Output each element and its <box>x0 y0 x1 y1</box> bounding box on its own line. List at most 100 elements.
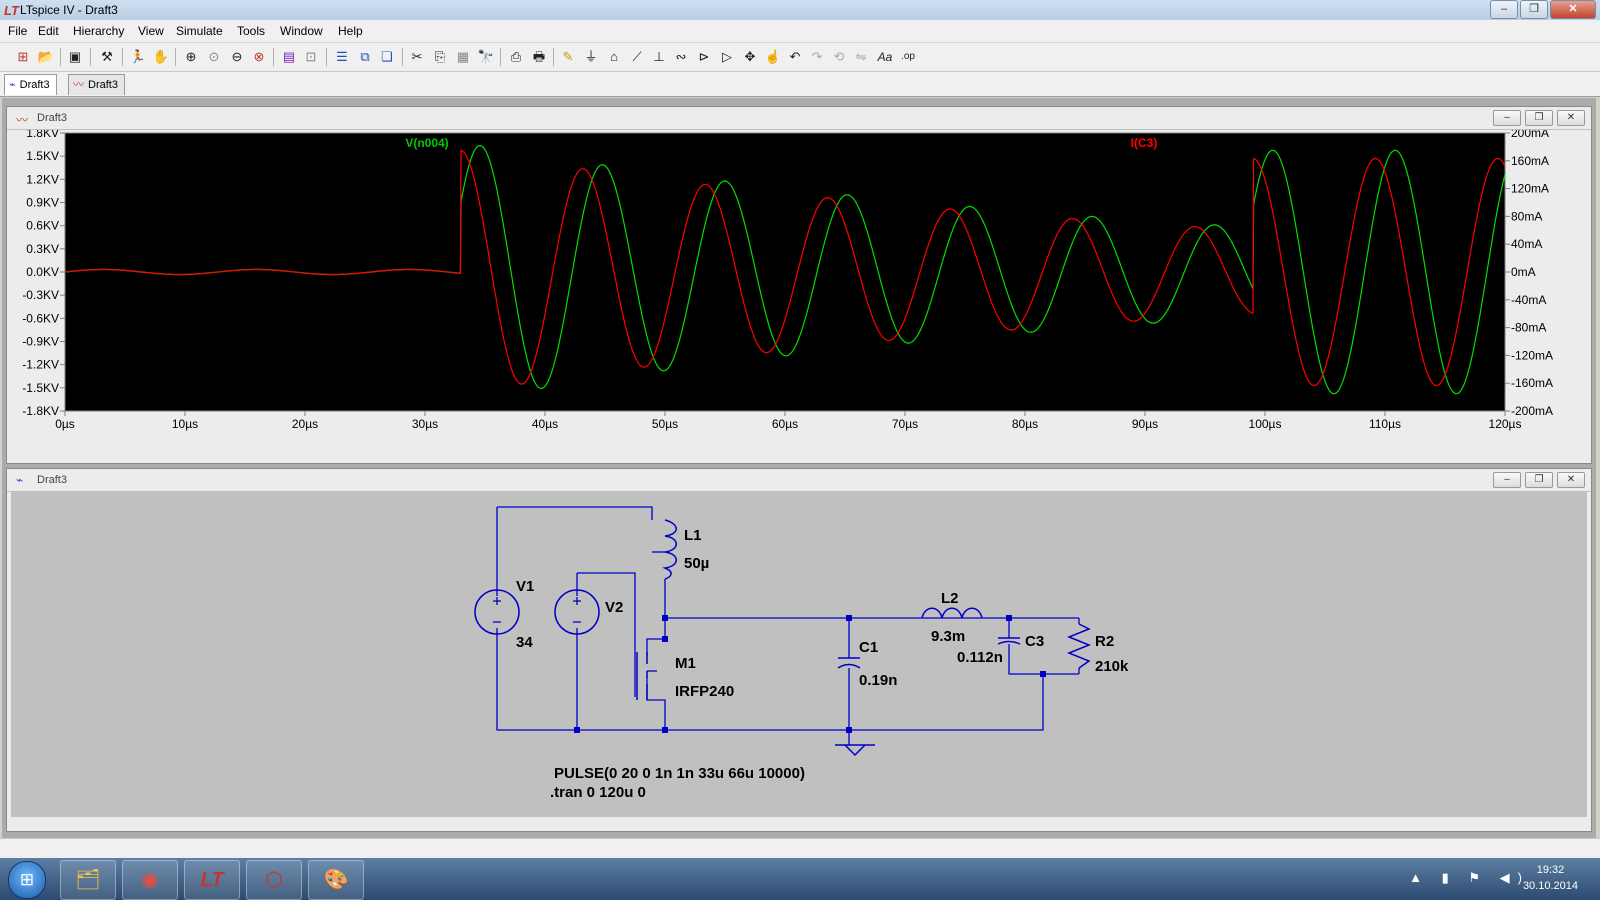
find-icon[interactable]: 🔭 <box>477 49 495 64</box>
tab-waveform[interactable]: 〰Draft3 <box>68 74 125 95</box>
diode-icon[interactable]: ⊳ <box>698 49 710 64</box>
label-net-icon[interactable]: ⌂ <box>610 49 618 64</box>
cascade-icon[interactable]: ❏ <box>381 49 393 64</box>
copy-icon[interactable]: ⎘ <box>434 49 446 64</box>
r2-resistor-symbol[interactable] <box>1066 623 1092 669</box>
c1-value[interactable]: 0.19n <box>859 672 897 689</box>
c3-ref[interactable]: C3 <box>1025 633 1044 650</box>
component-icon[interactable]: ▷ <box>722 49 732 64</box>
m1-ref[interactable]: M1 <box>675 655 696 672</box>
c3-value[interactable]: 0.112n <box>957 649 1003 666</box>
c1-ref[interactable]: C1 <box>859 639 878 656</box>
m1-value[interactable]: IRFP240 <box>675 683 734 700</box>
start-button[interactable]: ⊞ <box>8 861 46 899</box>
open-icon[interactable]: 📂 <box>37 49 55 64</box>
c1-capacitor-symbol[interactable] <box>837 657 861 669</box>
l2-ref[interactable]: L2 <box>941 590 959 607</box>
left-tick-label: -1.8KV <box>22 404 59 418</box>
new-schematic-icon[interactable]: ⊞ <box>17 49 29 64</box>
v1-ref[interactable]: V1 <box>516 578 534 595</box>
minimize-button[interactable]: – <box>1493 472 1521 488</box>
control-panel-icon[interactable]: ⚒ <box>101 49 113 64</box>
tile-vertical-icon[interactable]: ⧉ <box>360 49 370 64</box>
capacitor-icon[interactable]: ⊥ <box>653 49 665 64</box>
v2-ref[interactable]: V2 <box>605 599 623 616</box>
autorange-icon[interactable]: ▤ <box>282 49 296 64</box>
close-button[interactable]: ✕ <box>1550 0 1596 19</box>
l1-ref[interactable]: L1 <box>684 527 702 544</box>
inductor-icon[interactable]: ∾ <box>675 49 687 64</box>
trace-ic3[interactable] <box>64 149 1506 387</box>
paint-taskbar-icon[interactable]: 🎨 <box>308 860 364 900</box>
x-tick-label: 110µs <box>1369 417 1401 431</box>
save-icon[interactable]: ▣ <box>68 49 82 64</box>
tran-directive[interactable]: .tran 0 120u 0 <box>550 784 646 801</box>
v1-source-symbol[interactable] <box>474 589 520 635</box>
ground-icon[interactable]: ⏚ <box>584 49 598 64</box>
print-setup-icon[interactable]: ⎙ <box>510 49 522 64</box>
clock[interactable]: 19:32 30.10.2014 <box>1523 862 1578 894</box>
menu-tools[interactable]: Tools <box>237 24 266 38</box>
undo-icon[interactable]: ↶ <box>789 49 801 64</box>
pan-icon[interactable]: ⊙ <box>208 49 220 64</box>
minimize-button[interactable]: – <box>1490 0 1518 19</box>
move-icon[interactable]: ✥ <box>744 49 756 64</box>
close-button[interactable]: ✕ <box>1557 110 1585 126</box>
right-tick-label: -200mA <box>1511 404 1553 418</box>
v2-source-symbol[interactable] <box>554 589 600 635</box>
run-icon[interactable]: 🏃 <box>129 49 147 64</box>
acrobat-taskbar-icon[interactable]: ⬡ <box>246 860 302 900</box>
r2-ref[interactable]: R2 <box>1095 633 1114 650</box>
v1-value[interactable]: 34 <box>516 634 533 651</box>
l2-value[interactable]: 9.3m <box>931 628 965 645</box>
trace-label-ic3[interactable]: I(C3) <box>1131 136 1158 150</box>
pulse-directive[interactable]: PULSE(0 20 0 1n 1n 33u 66u 10000) <box>554 765 805 782</box>
halt-icon[interactable]: ✋ <box>152 49 170 64</box>
x-tick-label: 120µs <box>1489 417 1522 431</box>
close-button[interactable]: ✕ <box>1557 472 1585 488</box>
menu-hierarchy[interactable]: Hierarchy <box>73 24 125 38</box>
window-controls: – ❐ ✕ <box>1488 0 1596 19</box>
ltspice-taskbar-icon[interactable]: LT <box>184 860 240 900</box>
text-icon[interactable]: Aa <box>877 50 893 64</box>
explorer-taskbar-icon[interactable]: 🗂 <box>60 860 116 900</box>
maximize-button[interactable]: ❐ <box>1520 0 1548 19</box>
drag-icon[interactable]: ☝ <box>764 49 782 64</box>
resistor-icon[interactable]: ⟋ <box>632 49 642 64</box>
menu-file[interactable]: File <box>8 24 28 38</box>
restore-button[interactable]: ❐ <box>1525 110 1553 126</box>
draw-wire-icon[interactable]: ✎ <box>562 49 574 64</box>
system-tray[interactable]: ▲ ▮ ⚑ ◀) <box>1409 870 1530 885</box>
chrome-taskbar-icon[interactable]: ◉ <box>122 860 178 900</box>
cut-icon[interactable]: ✂ <box>411 49 423 64</box>
menu-view[interactable]: View <box>138 24 164 38</box>
menu-help[interactable]: Help <box>338 24 363 38</box>
tab-schematic[interactable]: ⌁Draft3 <box>4 74 57 95</box>
l1-inductor-symbol[interactable] <box>662 519 677 580</box>
l2-inductor-symbol[interactable] <box>921 607 983 619</box>
zoom-fit-icon[interactable]: ⊗ <box>253 49 265 64</box>
c3-capacitor-symbol[interactable] <box>997 637 1021 645</box>
zoom-in-icon[interactable]: ⊕ <box>185 49 197 64</box>
menu-edit[interactable]: Edit <box>38 24 59 38</box>
menu-window[interactable]: Window <box>280 24 323 38</box>
schematic-canvas[interactable]: V1 34 V2 L1 50µ M1 IRFP240 C1 0.19n L2 9… <box>7 492 1591 830</box>
spice-directive-icon[interactable]: .op <box>901 51 915 62</box>
zoom-out-icon[interactable]: ⊖ <box>231 49 243 64</box>
menu-simulate[interactable]: Simulate <box>176 24 223 38</box>
restore-button[interactable]: ❐ <box>1525 472 1553 488</box>
r2-value[interactable]: 210k <box>1095 658 1129 675</box>
waveform-plot[interactable]: 1.8KV1.5KV1.2KV0.9KV0.6KV0.3KV0.0KV-0.3K… <box>7 130 1591 463</box>
mirror-icon[interactable]: ⇋ <box>855 49 867 64</box>
left-tick-label: -0.3KV <box>22 288 59 302</box>
cursor-icon[interactable]: ⊡ <box>305 49 317 64</box>
paste-icon[interactable]: ▦ <box>456 49 470 64</box>
left-tick-label: 0.3KV <box>26 242 59 256</box>
minimize-button[interactable]: – <box>1493 110 1521 126</box>
l1-value[interactable]: 50µ <box>684 555 709 572</box>
trace-label-vn004[interactable]: V(n004) <box>405 136 448 150</box>
rotate-icon[interactable]: ⟲ <box>833 49 845 64</box>
redo-icon[interactable]: ↷ <box>811 49 823 64</box>
print-icon[interactable]: 🖶 <box>532 49 546 64</box>
tile-horizontal-icon[interactable]: ☰ <box>336 49 348 64</box>
